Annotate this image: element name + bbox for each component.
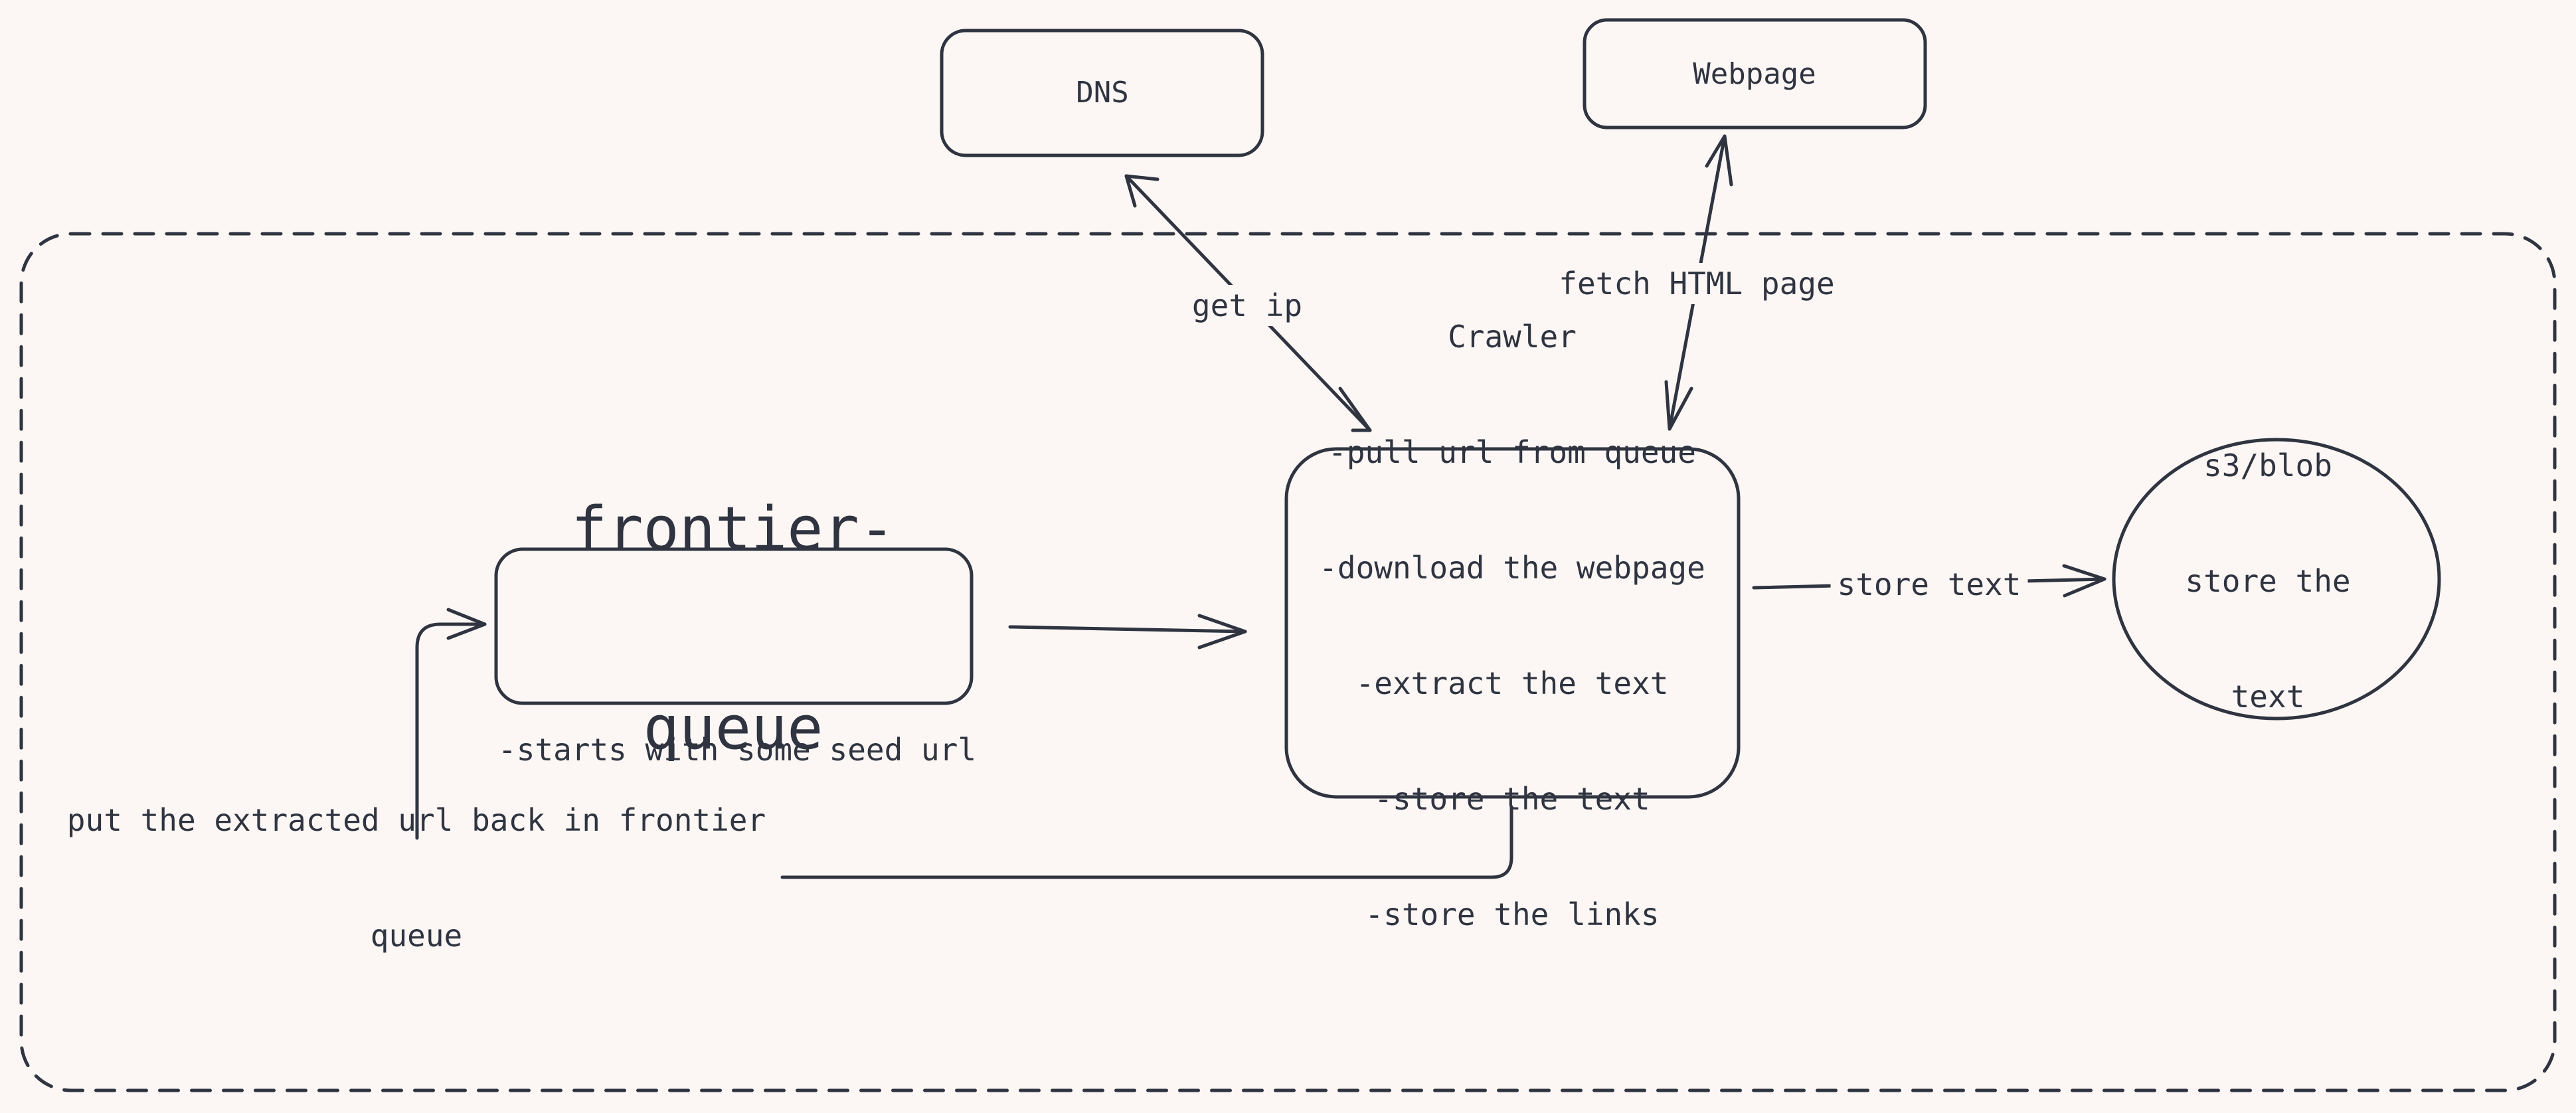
feedback-arrow — [415, 608, 1513, 879]
crawler-label: Crawler -pull url from queue -download t… — [1319, 240, 1705, 1011]
get-ip-label: get ip — [1185, 285, 1310, 326]
frontier-queue-label: frontier- queue — [571, 363, 895, 895]
frontier-queue-box[interactable] — [494, 547, 974, 705]
webpage-box[interactable] — [1583, 18, 1927, 129]
crawler-step: -extract the text — [1355, 665, 1669, 701]
frontier-note: -starts with some seed url — [498, 732, 977, 768]
storage-ellipse[interactable] — [2112, 438, 2441, 721]
frontier-queue-label-line: queue — [643, 693, 823, 763]
storage-label-line: store the — [2185, 563, 2351, 599]
crawler-step: -pull url from queue — [1328, 434, 1696, 470]
crawler-title: Crawler — [1448, 319, 1577, 355]
crawler-step: -store the links — [1365, 897, 1660, 932]
crawler-step: -download the webpage — [1319, 550, 1705, 586]
frontier-queue-label-line: frontier- — [571, 494, 895, 564]
system-boundary — [19, 232, 2557, 1092]
webpage-label: Webpage — [1693, 57, 1816, 91]
dns-label: DNS — [1076, 76, 1129, 110]
queue-crawler-arrow — [1008, 614, 1247, 649]
crawler-step: -store the text — [1374, 781, 1650, 817]
fetch-html-label: fetch HTML page — [1552, 263, 1842, 304]
feedback-label-line: queue — [370, 918, 463, 954]
storage-label-line: s3/blob — [2203, 448, 2332, 483]
feedback-label: put the extracted url back in frontier q… — [67, 724, 766, 1032]
storage-label: s3/blob store the text — [2185, 369, 2350, 793]
dns-box[interactable] — [940, 29, 1264, 157]
storage-label-line: text — [2231, 679, 2305, 715]
store-text-label: store text — [1830, 564, 2028, 605]
feedback-label-line: put the extracted url back in frontier — [66, 802, 766, 838]
crawler-box[interactable] — [1284, 447, 1741, 799]
